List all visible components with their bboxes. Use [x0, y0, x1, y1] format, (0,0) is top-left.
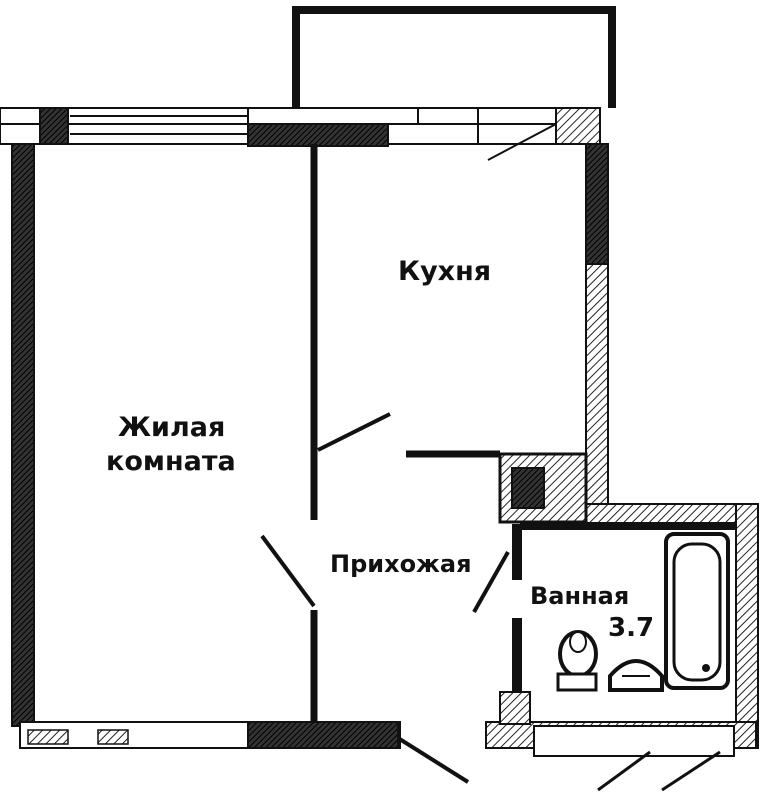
- bathroom-area: 3.7: [608, 613, 654, 643]
- kitchen-label: Кухня: [398, 256, 491, 287]
- partitions: [310, 144, 736, 725]
- living-room-label-line1: Жилая: [118, 412, 225, 443]
- bathroom-fixtures: [556, 532, 730, 692]
- hallway-label: Прихожая: [330, 550, 472, 578]
- doors: [260, 123, 721, 792]
- outer-walls: [11, 143, 759, 757]
- living-room-label-line2: комната: [106, 446, 236, 477]
- balcony: [292, 6, 616, 108]
- bathroom-label: Ванная: [530, 582, 629, 610]
- top-window-band: [0, 107, 601, 147]
- sink: [608, 659, 664, 692]
- toilet: [556, 630, 598, 692]
